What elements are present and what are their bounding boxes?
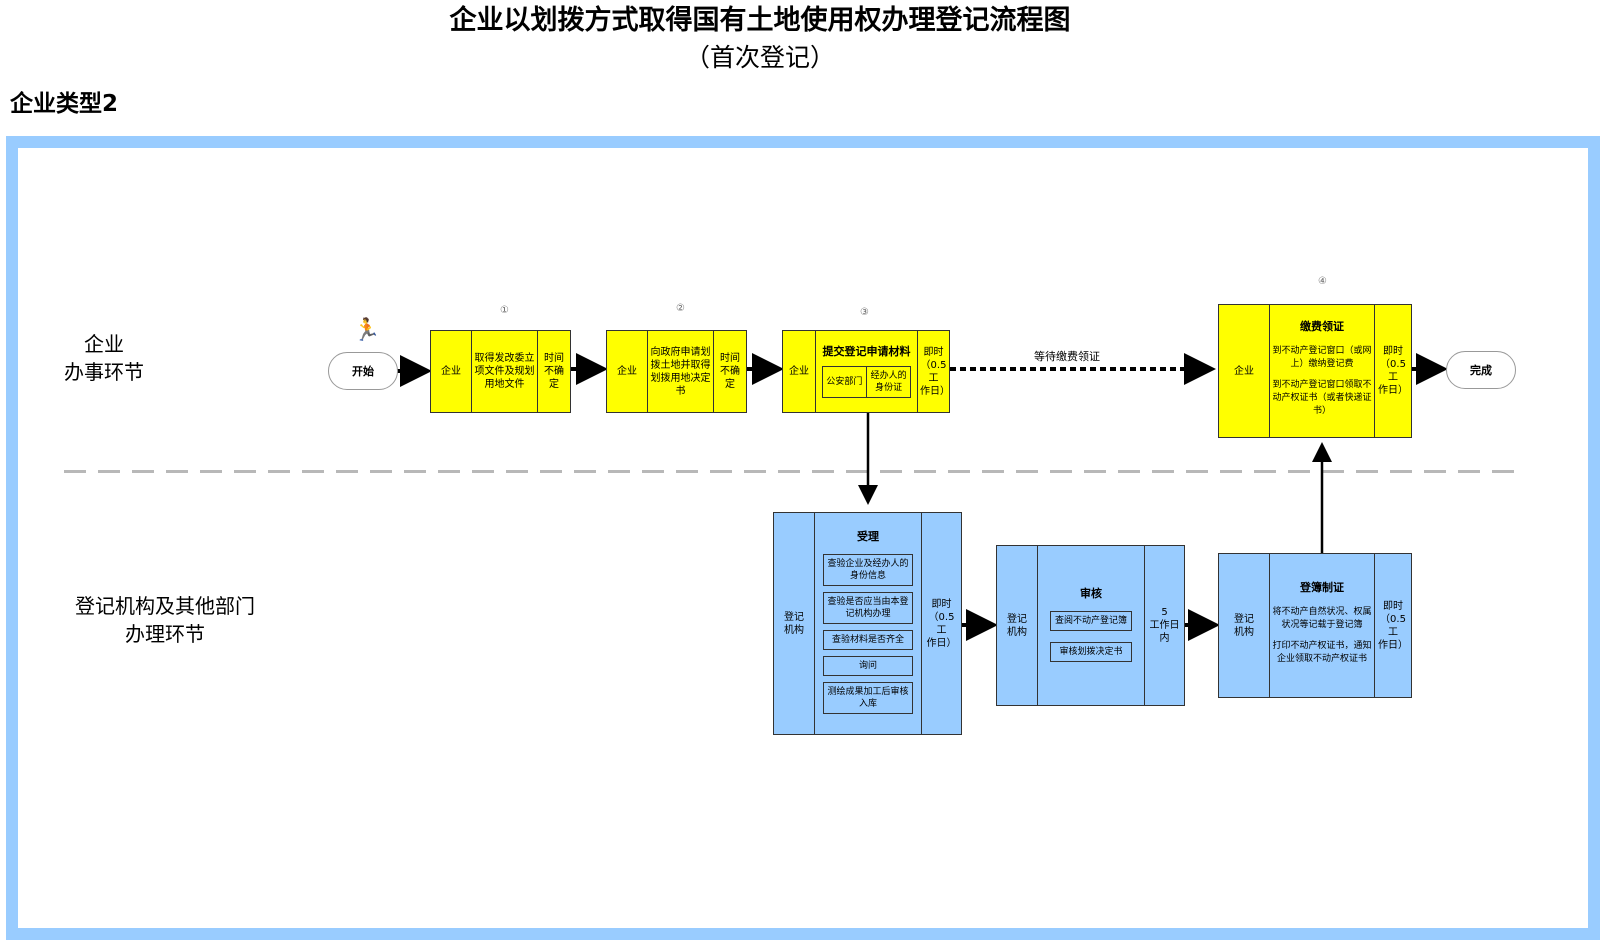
step-heading: 提交登记申请材料 [822,345,911,358]
step-time-line: 即时 [931,598,952,610]
step-time-line: （0.5工 [1380,613,1406,638]
step-time: 时间 不确定 [537,331,570,412]
step-heading: 登簿制证 [1300,581,1344,594]
step-content: 取得发改委立项文件及规划用地文件 [471,331,537,412]
lane-divider [64,470,1514,473]
step-time: 即时 （0.5工 作日） [921,513,961,734]
step-time-line: 作日） [926,637,957,649]
check-item: 审核划拨决定书 [1050,641,1132,662]
lane-label-line: 登记机构及其他部门 [75,594,255,618]
step-actor: 登记 机构 [774,513,814,734]
step-time-line: 时间 [720,353,740,364]
step-heading: 缴费领证 [1300,320,1344,333]
material-item: 经办人的身份证 [866,367,910,397]
step-time-line: 时间 [544,353,564,364]
lane-label-line: 企业 [84,332,124,356]
step-time-line: 作日） [920,385,950,397]
lane-label-agency: 登记机构及其他部门 办理环节 [60,592,270,648]
step-time-line: 不确定 [544,366,564,390]
lane-label-line: 办理环节 [125,622,205,646]
step-time-line: 即时 [1383,346,1403,357]
step-content: 向政府申请划拨土地并取得划拨用地决定书 [647,331,713,412]
step-time-line: 作日） [1378,385,1408,396]
step-number: ④ [1318,276,1327,287]
step-number: ② [676,303,685,314]
lane-label-enterprise: 企业 办事环节 [44,330,164,386]
step-content: 受理 查验企业及经办人的身份信息 查验是否应当由本登记机构办理 查验材料是否齐全… [814,513,921,734]
check-item: 查验是否应当由本登记机构办理 [823,592,913,624]
step-actor: 登记 机构 [1219,554,1269,697]
step-actor: 企业 [617,366,637,377]
step-1-box: 企业 取得发改委立项文件及规划用地文件 时间 不确定 [430,330,571,413]
step-time-line: 作日） [1378,639,1408,651]
step-number: ① [500,305,509,316]
check-item: 查阅不动产登记簿 [1050,610,1132,631]
material-row: 公安部门 经办人的身份证 [821,366,912,398]
issue-certificate-box: 登记 机构 登簿制证 将不动产自然状况、权属状况等记载于登记簿 打印不动产权证书… [1218,553,1412,698]
step-note: 将不动产自然状况、权属状况等记载于登记簿 [1272,607,1372,630]
step-actor-line: 登记 [1234,613,1254,625]
check-item: 测绘成果加工后审核入库 [823,682,913,714]
step-actor: 企业 [441,366,461,377]
step-note: 到不动产登记窗口领取不动产权证书（或者快递证书） [1272,380,1372,416]
step-time-line: 5 [1161,607,1168,618]
step-time: 即时 （0.5工 作日） [1374,554,1411,697]
wait-label: 等待缴费领证 [1034,350,1100,363]
check-item: 查验材料是否齐全 [823,630,913,650]
step-actor: 企业 [1234,365,1254,377]
running-person-icon: 🏃 [353,318,381,343]
step-actor-line: 机构 [1007,626,1027,638]
step-4-box: 企业 缴费领证 到不动产登记窗口（或网上）缴纳登记费 到不动产登记窗口领取不动产… [1218,304,1412,438]
lane-label-line: 办事环节 [64,360,144,384]
step-content: 登簿制证 将不动产自然状况、权属状况等记载于登记簿 打印不动产权证书，通知企业领… [1269,554,1374,697]
step-2-box: 企业 向政府申请划拨土地并取得划拨用地决定书 时间 不确定 [606,330,747,413]
step-3-box: 企业 提交登记申请材料 公安部门 经办人的身份证 即时 （0.5工 作日） [782,330,950,413]
step-actor-line: 机构 [1234,626,1254,638]
step-time-line: 工作日内 [1149,620,1180,644]
check-item: 询问 [823,656,913,676]
step-actor-line: 登记 [784,611,804,623]
step-actor: 登记 机构 [997,546,1037,705]
enterprise-type-label: 企业类型2 [10,91,119,117]
page-title: 企业以划拨方式取得国有土地使用权办理登记流程图 [449,5,1071,36]
step-number: ③ [860,307,869,318]
step-time-line: （0.5工 [928,611,955,636]
step-time-line: 即时 [923,346,944,358]
step-actor-line: 机构 [784,624,804,636]
step-note: 到不动产登记窗口（或网上）缴纳登记费 [1272,346,1372,369]
review-box: 登记 机构 审核 查阅不动产登记簿 审核划拨决定书 5 工作日内 [996,545,1185,706]
step-actor-line: 登记 [1007,613,1027,625]
step-time: 即时 （0.5工 作日） [917,331,950,412]
diagram-frame [6,136,1600,940]
step-time: 即时 （0.5工 作日） [1374,305,1411,437]
step-time-line: （0.5工 [1380,359,1406,383]
step-time-line: 不确定 [720,366,740,390]
check-item: 查验企业及经办人的身份信息 [823,554,913,586]
accept-box: 登记 机构 受理 查验企业及经办人的身份信息 查验是否应当由本登记机构办理 查验… [773,512,962,735]
step-note: 打印不动产权证书，通知企业领取不动产权证书 [1272,641,1372,664]
step-time-line: （0.5工 [920,359,947,384]
end-terminal: 完成 [1446,351,1516,389]
page-subtitle: （首次登记） [684,43,835,72]
step-content: 提交登记申请材料 公安部门 经办人的身份证 [815,331,917,412]
step-heading: 受理 [857,530,879,543]
step-content: 审核 查阅不动产登记簿 审核划拨决定书 [1037,546,1144,705]
start-terminal: 开始 [328,352,398,390]
step-time-line: 即时 [1383,600,1403,612]
step-heading: 审核 [1080,586,1102,600]
step-content: 缴费领证 到不动产登记窗口（或网上）缴纳登记费 到不动产登记窗口领取不动产权证书… [1269,305,1374,437]
step-actor: 企业 [789,366,809,377]
step-time: 5 工作日内 [1144,546,1184,705]
step-time: 时间 不确定 [713,331,746,412]
material-source: 公安部门 [826,377,863,387]
